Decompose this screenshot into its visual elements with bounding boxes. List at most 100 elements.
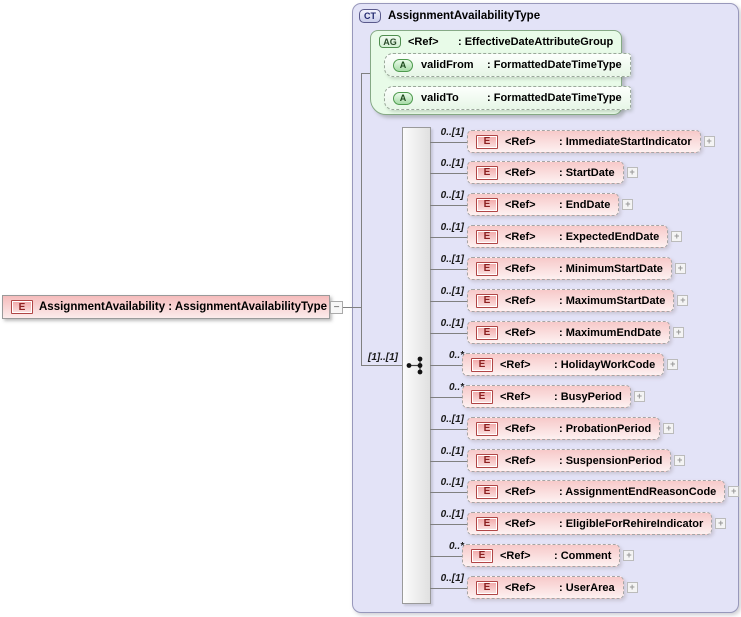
expand-icon[interactable]: +: [626, 167, 638, 178]
element-row: E <Ref> : ProbationPeriod +: [467, 417, 675, 440]
element-ref: <Ref>: [500, 358, 531, 371]
element-name: : Comment: [554, 549, 612, 562]
element-cardinality: 0..*: [448, 541, 464, 552]
element-name: : UserArea: [559, 581, 615, 594]
element-badge: E: [476, 293, 498, 308]
element-node[interactable]: E <Ref> : BusyPeriod: [462, 385, 631, 408]
element-row: E <Ref> : MaximumStartDate +: [467, 289, 689, 312]
element-row: E <Ref> : HolidayWorkCode +: [462, 353, 679, 376]
expand-icon[interactable]: +: [626, 582, 638, 593]
element-row: E <Ref> : MaximumEndDate +: [467, 321, 685, 344]
element-node[interactable]: E <Ref> : StartDate: [467, 161, 624, 184]
expand-icon[interactable]: +: [623, 550, 635, 561]
connector-line: [430, 556, 462, 557]
element-ref: <Ref>: [505, 517, 536, 530]
connector-line: [430, 269, 467, 270]
expand-icon[interactable]: +: [674, 455, 686, 466]
element-name: : EndDate: [559, 198, 611, 211]
attribute-name: validFrom: [421, 59, 474, 71]
element-ref: <Ref>: [500, 390, 531, 403]
connector-line: [430, 492, 467, 493]
connector-line: [361, 365, 403, 366]
element-name: : SuspensionPeriod: [559, 454, 663, 467]
element-cardinality: 0..[1]: [440, 573, 464, 584]
connector-line: [430, 397, 462, 398]
element-node[interactable]: E <Ref> : MaximumStartDate: [467, 289, 675, 312]
complex-type-title: AssignmentAvailabilityType: [388, 10, 541, 22]
element-badge: E: [476, 165, 498, 180]
root-element-node[interactable]: E AssignmentAvailability : AssignmentAva…: [2, 295, 330, 319]
element-badge: E: [476, 261, 498, 276]
connector-trunk-line: [361, 73, 362, 366]
connector-line: [430, 333, 467, 334]
sequence-compositor-icon: [406, 356, 423, 375]
element-node[interactable]: E <Ref> : Comment: [462, 544, 621, 567]
element-node[interactable]: E <Ref> : MaximumEndDate: [467, 321, 671, 344]
expand-icon[interactable]: +: [663, 423, 675, 434]
element-node[interactable]: E <Ref> : EndDate: [467, 193, 620, 216]
expand-icon[interactable]: +: [677, 295, 689, 306]
sequence-cardinality: [1]..[1]: [368, 352, 398, 363]
element-cardinality: 0..[1]: [440, 509, 464, 520]
element-row: E <Ref> : EndDate +: [467, 193, 634, 216]
expand-icon[interactable]: +: [715, 518, 727, 529]
attribute-group-icon: AG: [379, 35, 401, 48]
element-node[interactable]: E <Ref> : ImmediateStartIndicator: [467, 130, 701, 153]
element-name: : ImmediateStartIndicator: [559, 135, 692, 148]
connector-line: [430, 365, 462, 366]
expand-icon[interactable]: +: [674, 263, 686, 274]
element-row: E <Ref> : MinimumStartDate +: [467, 257, 686, 280]
element-ref: <Ref>: [505, 262, 536, 275]
element-badge: E: [476, 197, 498, 212]
element-cardinality: 0..[1]: [440, 190, 464, 201]
element-name: : ExpectedEndDate: [559, 230, 660, 243]
element-name: : BusyPeriod: [554, 390, 622, 403]
element-badge: E: [471, 389, 493, 404]
expand-icon[interactable]: +: [673, 327, 685, 338]
element-node[interactable]: E <Ref> : ExpectedEndDate: [467, 225, 669, 248]
element-badge: E: [476, 580, 498, 595]
element-row: E <Ref> : Comment +: [462, 544, 635, 567]
element-node[interactable]: E <Ref> : HolidayWorkCode: [462, 353, 665, 376]
element-ref: <Ref>: [505, 166, 536, 179]
element-name: : MinimumStartDate: [559, 262, 663, 275]
expand-icon[interactable]: +: [671, 231, 683, 242]
connector-line: [361, 73, 377, 74]
element-badge: E: [471, 357, 493, 372]
element-ref: <Ref>: [505, 485, 536, 498]
expand-icon[interactable]: +: [633, 391, 645, 402]
expand-icon[interactable]: +: [703, 136, 715, 147]
element-ref: <Ref>: [505, 581, 536, 594]
element-node[interactable]: E <Ref> : UserArea: [467, 576, 624, 599]
attribute-type: : FormattedDateTimeType: [487, 59, 622, 71]
attribute-node-validfrom[interactable]: A validFrom : FormattedDateTimeType: [384, 53, 631, 77]
element-ref: <Ref>: [505, 230, 536, 243]
element-node[interactable]: E <Ref> : ProbationPeriod: [467, 417, 661, 440]
collapse-icon[interactable]: −: [330, 301, 343, 314]
element-name: : MaximumStartDate: [559, 294, 666, 307]
element-badge: E: [471, 548, 493, 563]
attribute-node-validto[interactable]: A validTo : FormattedDateTimeType: [384, 86, 631, 110]
element-badge: E: [476, 325, 498, 340]
expand-icon[interactable]: +: [728, 486, 740, 497]
element-node[interactable]: E <Ref> : SuspensionPeriod: [467, 449, 672, 472]
element-ref: <Ref>: [505, 135, 536, 148]
complex-type-header: CT AssignmentAvailabilityType: [359, 9, 540, 23]
element-ref: <Ref>: [505, 198, 536, 211]
element-node[interactable]: E <Ref> : AssignmentEndReasonCode: [467, 480, 726, 503]
element-node[interactable]: E <Ref> : MinimumStartDate: [467, 257, 672, 280]
element-cardinality: 0..[1]: [440, 158, 464, 169]
element-name: : AssignmentEndReasonCode: [559, 485, 717, 498]
attribute-icon: A: [393, 58, 413, 72]
connector-line: [430, 524, 467, 525]
element-cardinality: 0..[1]: [440, 318, 464, 329]
element-node[interactable]: E <Ref> : EligibleForRehireIndicator: [467, 512, 713, 535]
expand-icon[interactable]: +: [622, 199, 634, 210]
element-cardinality: 0..*: [448, 350, 464, 361]
expand-icon[interactable]: +: [667, 359, 679, 370]
attribute-name: validTo: [421, 92, 459, 104]
connector-line: [343, 307, 361, 308]
connector-line: [430, 429, 467, 430]
element-row: E <Ref> : BusyPeriod +: [462, 385, 645, 408]
